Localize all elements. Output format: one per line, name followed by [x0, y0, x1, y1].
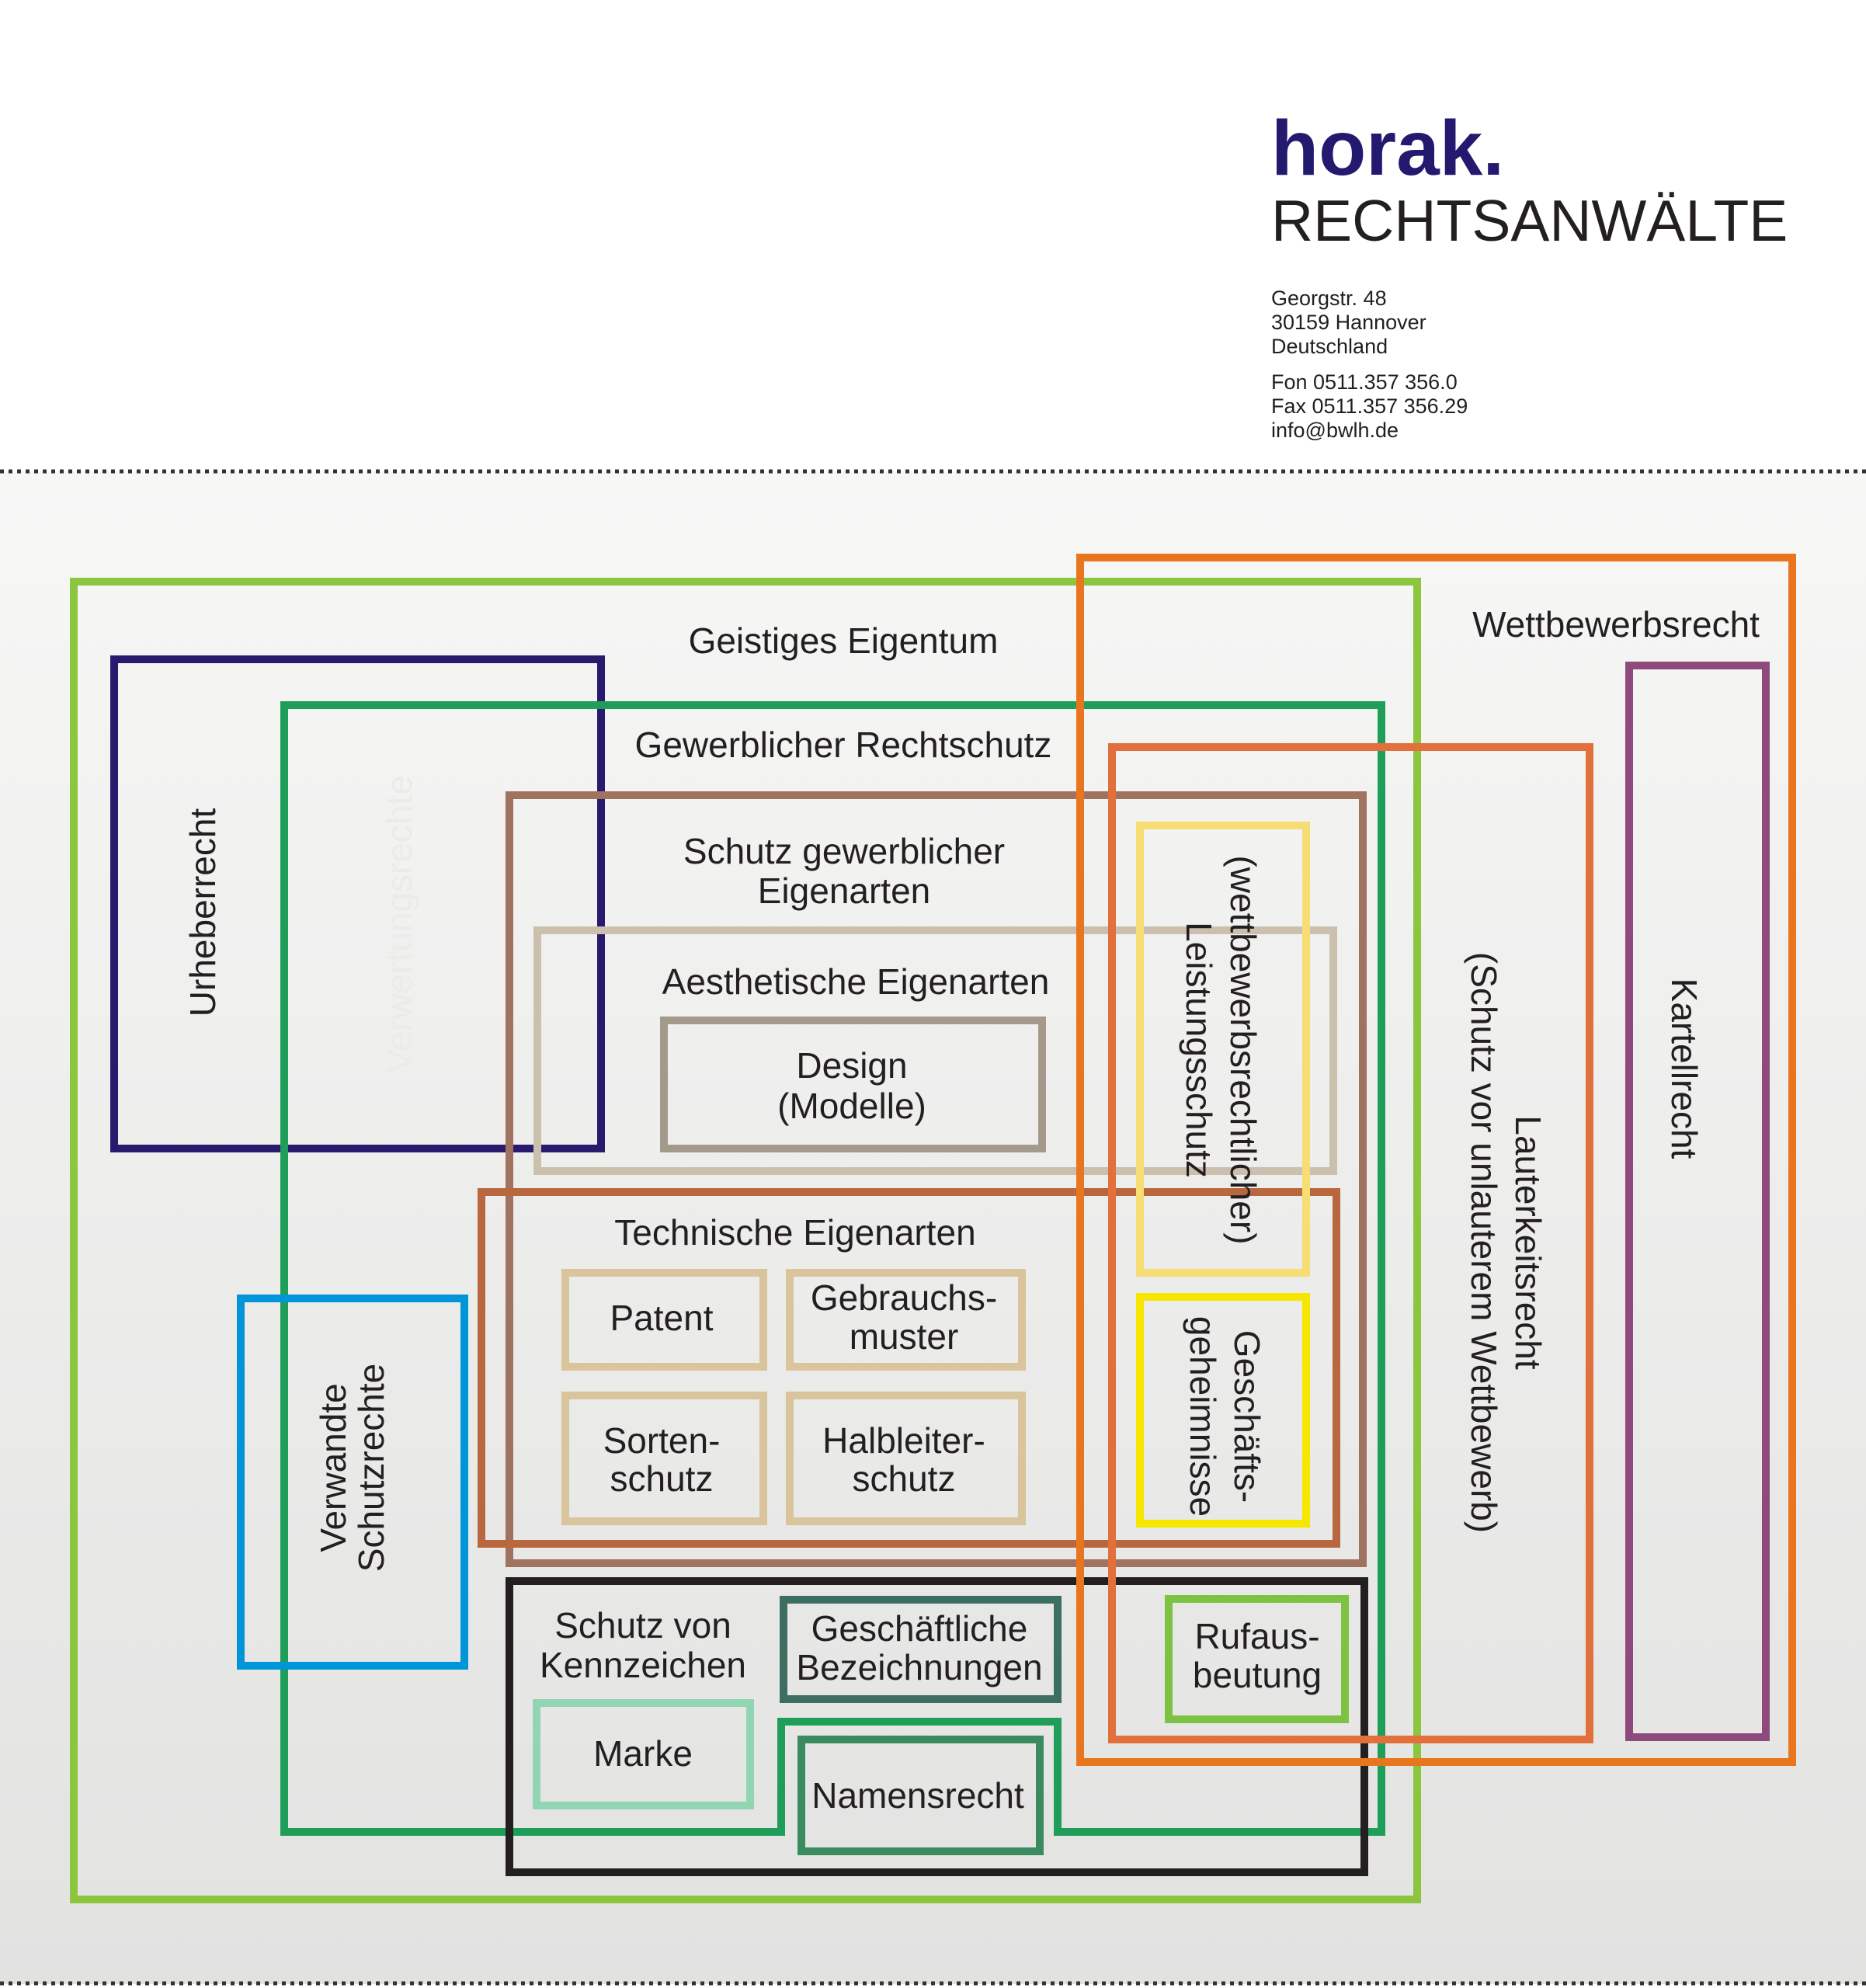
- contact-fax: Fax 0511.357 356.29: [1271, 394, 1468, 418]
- box-gewerblicher-rechtschutz: [280, 701, 1385, 1836]
- label-halbleiterschutz-2: schutz: [853, 1458, 956, 1499]
- box-gebrauchsmuster: [786, 1269, 1026, 1371]
- label-namensrecht: Namensrecht: [811, 1775, 1024, 1816]
- label-schutz-eigenarten-1: Schutz gewerblicher: [683, 831, 1005, 871]
- box-wettbewerbsrecht: [1076, 554, 1796, 1766]
- label-design-2: (Modelle): [777, 1086, 926, 1126]
- label-geschaeftsgeheimnisse-2: geheimnisse: [1183, 1316, 1223, 1517]
- box-urheberrecht: [110, 655, 605, 1152]
- label-aesthetische-eigenarten: Aesthetische Eigenarten: [662, 961, 1050, 1002]
- label-design-1: Design: [796, 1045, 907, 1086]
- label-kennzeichen-1: Schutz von: [554, 1605, 731, 1646]
- box-rufausbeutung: [1165, 1595, 1349, 1723]
- box-namensrecht: [797, 1736, 1044, 1855]
- label-halbleiterschutz-1: Halbleiter-: [822, 1420, 985, 1461]
- label-gebrauchsmuster-1: Gebrauchs-: [811, 1277, 997, 1318]
- label-urheberrecht: Urheberrecht: [182, 808, 223, 1017]
- label-wettbewerbsrecht: Wettbewerbsrecht: [1472, 604, 1760, 645]
- label-technische-eigenarten: Technische Eigenarten: [614, 1212, 975, 1253]
- verwertungsrechte-watermark: Verwertungsrechte: [379, 775, 419, 1073]
- label-sortenschutz-2: schutz: [610, 1458, 714, 1499]
- box-lauterkeitsrecht: [1108, 743, 1593, 1743]
- label-schutz-eigenarten-2: Eigenarten: [758, 871, 931, 911]
- label-kartellrecht: Kartellrecht: [1664, 978, 1704, 1159]
- box-technische-eigenarten: [478, 1188, 1340, 1548]
- label-verwandte-schutzrechte-2: Schutzrechte: [351, 1364, 391, 1572]
- label-bezeichnungen-2: Bezeichnungen: [796, 1647, 1042, 1687]
- label-leistungsschutz-1: (wettbewerbsrechtlicher): [1223, 855, 1263, 1244]
- box-leistungsschutz: [1136, 822, 1310, 1277]
- label-kennzeichen-2: Kennzeichen: [540, 1645, 746, 1685]
- box-halbleiterschutz: [786, 1392, 1026, 1525]
- label-rufausbeutung-2: beutung: [1193, 1655, 1322, 1695]
- box-verwandte-schutzrechte: [237, 1295, 468, 1670]
- box-marke: [533, 1699, 754, 1809]
- label-sortenschutz-1: Sorten-: [603, 1420, 721, 1461]
- box-geschaeftsgeheimnisse: [1136, 1293, 1310, 1527]
- box-patent: [561, 1269, 767, 1371]
- address-city: 30159 Hannover: [1271, 311, 1426, 334]
- box-geschaeftliche-bezeichnungen: [780, 1596, 1062, 1703]
- label-lauterkeitsrecht-1: Lauterkeitsrecht: [1508, 1115, 1548, 1369]
- label-verwandte-schutzrechte-1: Verwandte: [313, 1383, 353, 1552]
- label-geistiges-eigentum: Geistiges Eigentum: [689, 620, 999, 661]
- label-bezeichnungen-1: Geschäftliche: [811, 1608, 1028, 1649]
- box-kartellrecht: [1625, 662, 1770, 1741]
- box-sortenschutz: [561, 1392, 767, 1525]
- contact-phone: Fon 0511.357 356.0: [1271, 370, 1458, 394]
- label-gewerblicher-rechtschutz: Gewerblicher Rechtschutz: [635, 725, 1052, 765]
- label-rufausbeutung-1: Rufaus-: [1194, 1616, 1319, 1656]
- diagram-background: [0, 471, 1866, 1984]
- contact-email: info@bwlh.de: [1271, 419, 1399, 442]
- label-leistungsschutz-2: Leistungsschutz: [1179, 922, 1219, 1178]
- box-schutz-von-kennzeichen: [506, 1577, 1368, 1876]
- label-gebrauchsmuster-2: muster: [850, 1316, 959, 1357]
- box-aesthetische-eigenarten: [533, 926, 1337, 1175]
- logo-name: horak.: [1271, 105, 1504, 192]
- box-design: [660, 1017, 1046, 1152]
- box-geistiges-eigentum: [70, 578, 1421, 1903]
- address-street: Georgstr. 48: [1271, 287, 1387, 310]
- label-geschaeftsgeheimnisse-1: Geschäfts-: [1227, 1330, 1267, 1503]
- label-patent: Patent: [610, 1298, 714, 1338]
- label-marke: Marke: [593, 1733, 693, 1774]
- logo-subtitle: RECHTSANWÄLTE: [1271, 188, 1788, 253]
- address-country: Deutschland: [1271, 335, 1388, 358]
- box-schutz-gewerblicher-eigenarten: [506, 791, 1367, 1567]
- label-lauterkeitsrecht-2: (Schutz vor unlauterem Wettbewerb): [1464, 952, 1504, 1533]
- letterhead: horak. RECHTSANWÄLTE Georgstr. 48 30159 …: [1271, 105, 1788, 442]
